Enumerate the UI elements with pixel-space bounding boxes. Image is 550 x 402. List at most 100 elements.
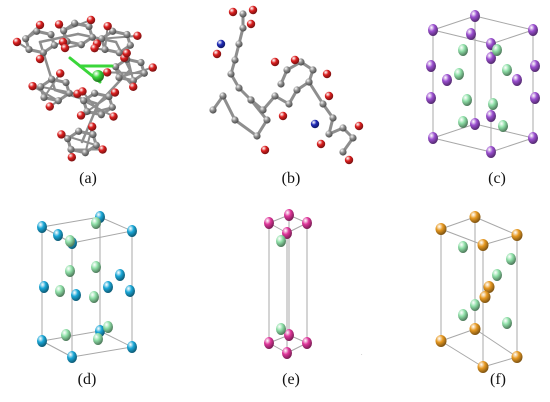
purple-atom bbox=[486, 146, 496, 158]
orange-atom bbox=[479, 291, 491, 303]
carbon-atom bbox=[85, 22, 93, 31]
panel-a: (a) bbox=[0, 0, 183, 201]
cell-edge bbox=[440, 228, 484, 246]
cell-edge bbox=[99, 330, 133, 348]
purple-atom bbox=[530, 60, 540, 72]
carbon-atom bbox=[309, 66, 317, 74]
cell-edge bbox=[432, 29, 492, 45]
cell-edge bbox=[474, 328, 518, 358]
mint-atom bbox=[506, 253, 516, 265]
cyan-atom bbox=[37, 221, 47, 233]
bond bbox=[82, 99, 115, 118]
nitrogen-atom bbox=[216, 39, 226, 49]
panel-d: (d) bbox=[0, 201, 183, 402]
magenta-atom bbox=[284, 329, 294, 341]
mint-atom bbox=[65, 265, 75, 277]
panel-f: (f) bbox=[367, 201, 550, 402]
cyan-atom bbox=[71, 289, 81, 301]
carbon-atom bbox=[80, 97, 88, 105]
carbon-atom bbox=[339, 124, 347, 132]
bond bbox=[249, 98, 269, 122]
carbon-atom bbox=[263, 116, 271, 124]
panel-c: (c) bbox=[367, 0, 550, 201]
magenta-atom bbox=[264, 337, 274, 349]
cell-edge bbox=[482, 234, 518, 246]
orange-atom bbox=[477, 361, 489, 373]
oxygen-atom bbox=[322, 69, 332, 79]
carbon-atom bbox=[325, 130, 333, 138]
carbon-atom bbox=[293, 86, 301, 94]
cell-edge bbox=[432, 123, 476, 139]
mint-atom bbox=[498, 120, 508, 132]
oxygen-atom bbox=[270, 57, 280, 67]
bond bbox=[100, 34, 139, 40]
oxygen-atom bbox=[246, 19, 256, 29]
bond bbox=[38, 32, 80, 44]
molecule-a-illustration bbox=[12, 15, 157, 162]
oxygen-atom bbox=[354, 121, 364, 131]
purple-atom bbox=[528, 24, 538, 36]
cell-edge bbox=[41, 330, 101, 342]
purple-atom bbox=[486, 52, 496, 64]
purple-atom bbox=[530, 92, 540, 104]
carbon-atom bbox=[271, 92, 279, 100]
cell-edge bbox=[99, 216, 133, 232]
carbon-atom bbox=[253, 132, 261, 140]
mint-atom bbox=[502, 317, 512, 329]
oxygen-atom bbox=[344, 155, 354, 165]
bond bbox=[76, 32, 118, 44]
carbon-atom bbox=[83, 107, 91, 116]
oxygen-atom bbox=[54, 20, 64, 29]
mint-atom bbox=[55, 285, 65, 297]
carbon-atom bbox=[319, 100, 327, 108]
cell-edge bbox=[490, 137, 534, 153]
carbon-atom bbox=[115, 49, 123, 57]
oxygen-atom bbox=[103, 68, 112, 77]
carbon-atom bbox=[305, 78, 313, 86]
carbon-atom bbox=[231, 116, 239, 124]
carbon-atom bbox=[50, 41, 58, 49]
bond bbox=[31, 85, 60, 102]
oxygen-atom bbox=[87, 122, 97, 131]
carbon-atom bbox=[349, 134, 357, 142]
carbon-atom bbox=[140, 69, 148, 77]
purple-atom bbox=[512, 74, 522, 86]
carbon-atom bbox=[297, 58, 305, 66]
carbon-atom bbox=[97, 111, 105, 119]
cell-edge bbox=[432, 137, 492, 153]
carbon-atom bbox=[285, 100, 293, 108]
carbon-atom bbox=[283, 66, 291, 74]
purple-atom bbox=[426, 60, 436, 72]
oxygen-atom bbox=[35, 20, 45, 30]
carbon-atom bbox=[22, 35, 30, 43]
mint-atom bbox=[462, 94, 472, 106]
carbon-atom bbox=[62, 78, 70, 87]
oxygen-atom bbox=[86, 15, 96, 25]
oxygen-atom bbox=[103, 21, 112, 31]
mint-atom bbox=[61, 329, 71, 341]
oxygen-atom bbox=[133, 31, 142, 41]
oxygen-atom bbox=[324, 91, 334, 101]
carbon-atom bbox=[48, 75, 56, 83]
oxygen-atom bbox=[110, 88, 120, 97]
cyan-atom bbox=[53, 229, 63, 241]
bond bbox=[106, 71, 146, 75]
carbon-atom bbox=[339, 148, 347, 156]
mint-atom bbox=[492, 269, 502, 281]
panel-a-label: (a) bbox=[79, 170, 97, 187]
carbon-atom bbox=[39, 49, 47, 57]
mint-atom bbox=[103, 321, 113, 333]
mint-atom bbox=[458, 44, 468, 56]
oxygen-atom bbox=[90, 43, 99, 53]
purple-atom bbox=[470, 10, 480, 22]
carbon-atom bbox=[101, 45, 109, 54]
carbon-atom bbox=[105, 92, 113, 101]
crystal-cell-c bbox=[426, 10, 540, 158]
carbon-atom bbox=[235, 84, 243, 92]
crystal-cell-d bbox=[37, 211, 137, 363]
oxygen-atom bbox=[60, 43, 70, 53]
purple-atom bbox=[466, 28, 476, 40]
cyan-atom bbox=[67, 351, 77, 363]
carbon-atom bbox=[247, 96, 255, 104]
carbon-atom bbox=[65, 89, 73, 97]
